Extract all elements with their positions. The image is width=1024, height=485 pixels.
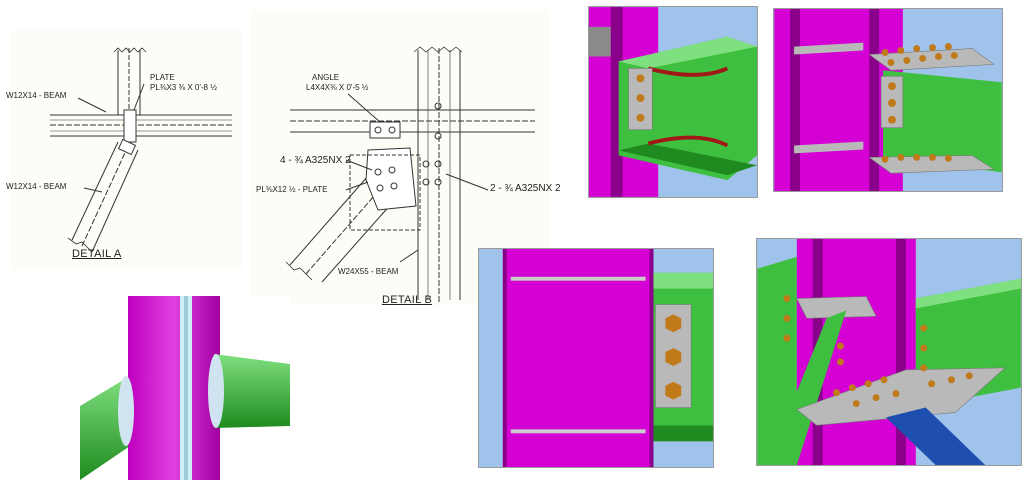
render-shear-tab-front [478, 248, 714, 468]
detail-a-beam-top-label: W12X14 - BEAM [6, 91, 67, 100]
detail-b-title: DETAIL B [382, 294, 433, 306]
render-shear-tab-front-art [502, 249, 713, 467]
detail-b-plate-label: PL⅜X12 ½ - PLATE [256, 185, 328, 194]
detail-a-lines [50, 47, 232, 253]
detail-b-bolts-right-label: 2 - ¾ A325NX 2 [490, 183, 561, 194]
render-flange-plate-moment-art [774, 9, 1002, 191]
detail-a-plate-label: PLATE [150, 73, 175, 82]
detail-b-angle-label: ANGLE [312, 73, 340, 82]
detail-b-beam-label: W24X55 - BEAM [338, 267, 399, 276]
render-welded-tube-art [80, 296, 290, 480]
detail-a-title: DETAIL A [72, 248, 122, 260]
render-gusset-brace [756, 238, 1022, 466]
render-beam-cut-flanges-art [589, 7, 757, 197]
render-flange-plate-moment [773, 8, 1003, 192]
detail-b-bolts-left-label: 4 - ¾ A325NX 2 [280, 155, 351, 166]
detail-a-plate-size-label: PL⅜X3 ⅜ X 0'-8 ½ [150, 83, 217, 92]
render-welded-tube [80, 296, 290, 480]
render-gusset-brace-art [757, 239, 1021, 465]
detail-b-lines [285, 46, 535, 302]
render-beam-cut-flanges [588, 6, 758, 198]
detail-a-drawing: W12X14 - BEAM W12X14 - BEAM PLATE PL⅜X3 … [6, 30, 242, 270]
detail-b-angle-size-label: L4X4X⅜ X 0'-5 ½ [306, 83, 369, 92]
detail-a-beam-diag-label: W12X14 - BEAM [6, 182, 67, 191]
